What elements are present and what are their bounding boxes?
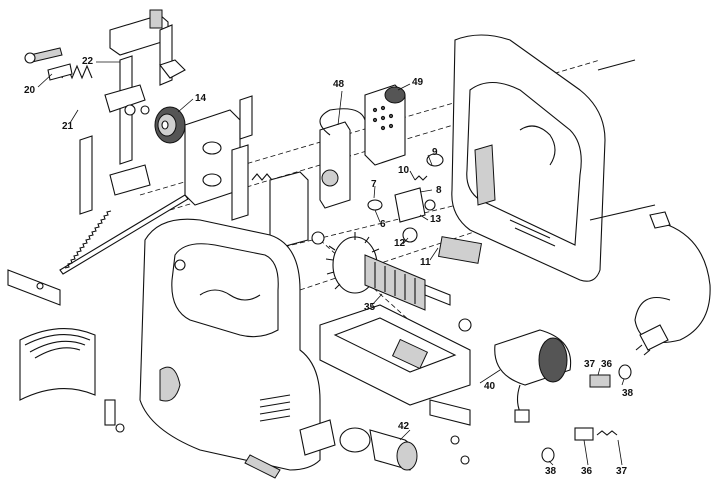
callout-8: 8 [436, 185, 442, 196]
callout-13: 13 [430, 214, 442, 225]
callout-36-upper: 36 [601, 359, 613, 370]
callout-36-lower: 36 [581, 466, 593, 477]
callout-38-upper: 38 [622, 388, 634, 399]
callout-42: 42 [398, 421, 410, 432]
blade-holder-rod-assembly [79, 9, 186, 215]
callout-21: 21 [62, 121, 74, 132]
callout-11: 11 [420, 257, 431, 268]
callout-12: 12 [394, 238, 406, 249]
motor-stator [494, 329, 572, 423]
gear-14 [140, 105, 186, 144]
callout-40: 40 [484, 381, 496, 392]
callout-14: 14 [195, 93, 207, 104]
housing-right-half [451, 34, 656, 282]
callout-leader-lines [37, 61, 625, 466]
small-parts-cluster [367, 153, 483, 264]
screw-and-spring [24, 47, 93, 81]
callout-7: 7 [371, 179, 377, 190]
brush-assembly [541, 364, 632, 463]
callout-37-upper: 37 [584, 359, 596, 370]
saw-blade [7, 194, 189, 306]
callout-6: 6 [380, 219, 386, 230]
callout-22: 22 [82, 56, 94, 67]
callout-49: 49 [412, 77, 424, 88]
callout-10: 10 [398, 165, 410, 176]
callout-35: 35 [364, 302, 376, 313]
blade-guard [19, 328, 96, 401]
callout-38-lower: 38 [545, 466, 557, 477]
power-cord [634, 211, 711, 356]
callout-48: 48 [333, 79, 345, 90]
callout-9: 9 [432, 147, 438, 158]
housing-left-half [104, 218, 336, 479]
base-shoe [319, 304, 471, 465]
callout-37-lower: 37 [616, 466, 628, 477]
armature-rotor [311, 231, 472, 332]
dust-nozzle [339, 427, 418, 471]
switch-assembly [319, 84, 406, 209]
callout-20: 20 [24, 85, 36, 96]
plunger-bracket [231, 144, 309, 249]
